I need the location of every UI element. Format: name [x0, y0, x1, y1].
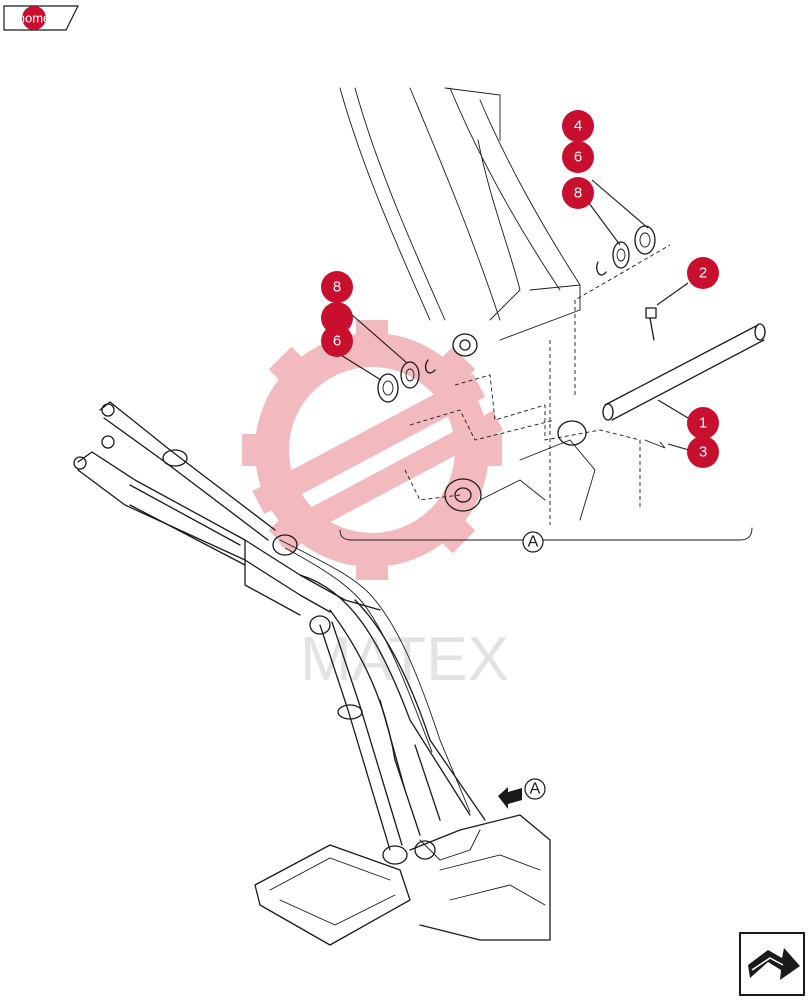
home-button[interactable]: home: [3, 5, 79, 31]
watermark-gear: [242, 320, 504, 580]
svg-text:4: 4: [574, 118, 582, 135]
callout-2[interactable]: 2: [687, 257, 719, 289]
callout-6-lower[interactable]: 6: [321, 325, 353, 357]
callout-blank[interactable]: [321, 302, 353, 334]
home-label: home: [18, 11, 51, 26]
callout-1[interactable]: 1: [687, 407, 719, 439]
callout-4[interactable]: 4: [562, 110, 594, 142]
svg-text:A: A: [530, 781, 541, 798]
svg-text:1: 1: [699, 415, 707, 432]
detail-ref-a: A: [522, 531, 544, 553]
svg-text:2: 2: [699, 265, 707, 282]
return-arrow-icon[interactable]: [739, 932, 805, 996]
svg-text:3: 3: [699, 444, 707, 461]
callout-8-upper[interactable]: 8: [562, 177, 594, 209]
detail-view-a: [334, 87, 766, 541]
boom-assembly: [73, 401, 551, 946]
svg-text:6: 6: [574, 149, 582, 166]
svg-text:A: A: [528, 534, 539, 551]
view-arrow-a: A: [498, 778, 546, 809]
callout-3[interactable]: 3: [687, 436, 719, 468]
svg-text:8: 8: [574, 185, 582, 202]
callout-8-lower[interactable]: 8: [321, 271, 353, 303]
callout-6-upper[interactable]: 6: [562, 141, 594, 173]
svg-text:8: 8: [333, 279, 341, 296]
svg-text:6: 6: [333, 333, 341, 350]
